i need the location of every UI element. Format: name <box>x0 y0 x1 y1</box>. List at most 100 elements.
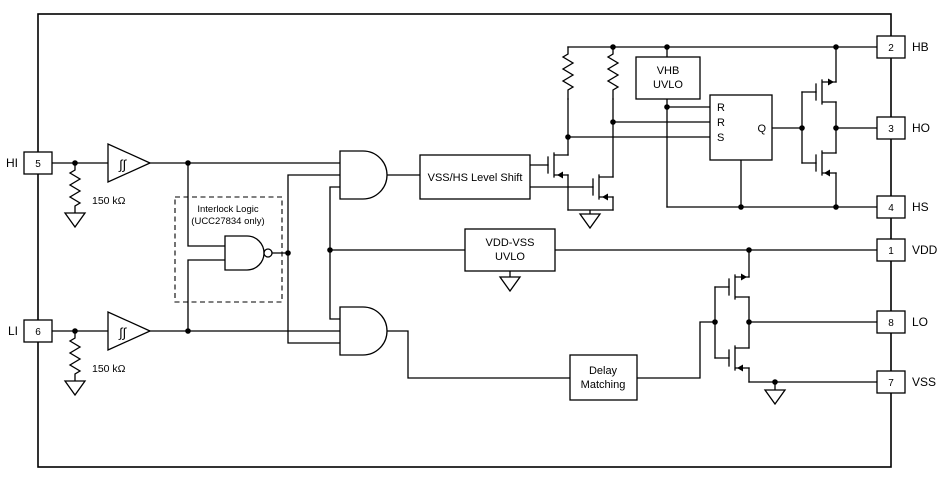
vdd-uvlo-line2: UVLO <box>495 251 525 263</box>
pin-label: HB <box>912 40 929 54</box>
mosfet-arrow <box>602 193 608 201</box>
resistor-value: 150 kΩ <box>92 195 126 207</box>
delay-line1: Delay <box>589 365 618 377</box>
resistor-zigzag <box>68 162 82 214</box>
pin-number: 8 <box>888 318 894 329</box>
vhb-uvlo-line2: UVLO <box>653 79 683 91</box>
mosfet-arrow <box>557 171 563 179</box>
lowside-nmos <box>728 345 750 372</box>
junction-dot <box>664 44 670 50</box>
pin-number: 3 <box>888 124 894 135</box>
interlock-label-line2: (UCC27834 only) <box>191 216 264 227</box>
wire-hs-gate-leads <box>801 91 817 164</box>
wire-ls-gate-leads <box>714 286 730 359</box>
junction-dot <box>610 44 616 50</box>
junction-dot <box>746 247 752 253</box>
pin-number: 5 <box>35 159 41 170</box>
ground-symbol-uvlo <box>498 276 522 293</box>
pin-label: VSS <box>912 375 936 389</box>
level-shift-block: VSS/HS Level Shift <box>419 154 531 200</box>
junction-dot <box>833 125 839 131</box>
highside-nmos <box>815 150 837 177</box>
levelshift-mosfet-1 <box>547 152 569 179</box>
pin-number: 6 <box>35 327 41 338</box>
pin-li: 6 LI <box>8 319 53 343</box>
pin-number: 4 <box>888 203 894 214</box>
junction-dot <box>799 125 805 131</box>
pin-box <box>876 370 906 394</box>
pin-hb: 2 HB <box>876 35 929 59</box>
pin-label: LI <box>8 324 18 338</box>
wire-uvlo-to-ands <box>329 186 341 320</box>
pin-vdd: 1 VDD <box>876 238 938 262</box>
hi-pulldown-resistor: 150 kΩ <box>68 162 126 214</box>
junction-dot <box>610 119 616 125</box>
hysteresis-icon: ∫∫ <box>118 157 128 172</box>
mosfet-body <box>728 274 750 300</box>
level-shift-label: VSS/HS Level Shift <box>428 172 523 184</box>
wire-levelshift-gnd-rail <box>567 209 614 215</box>
nand-bubble <box>263 248 273 258</box>
pin-box <box>876 310 906 334</box>
wire-hi-to-nand <box>187 162 226 247</box>
ground-symbol-vss <box>763 389 787 406</box>
pin-box <box>876 116 906 140</box>
delay-line2: Matching <box>581 379 626 391</box>
resistor-zigzag <box>606 46 620 100</box>
levelshift-mosfet-2 <box>592 174 614 201</box>
junction-dot <box>738 204 744 210</box>
junction-dot <box>712 319 718 325</box>
hi-schmitt-buffer: ∫∫ <box>107 142 152 184</box>
wire-and2-to-delay <box>386 330 571 379</box>
wire-delay-to-driver <box>636 321 716 379</box>
junction-dot <box>664 104 670 110</box>
vdd-uvlo-box <box>464 228 556 272</box>
interlock-box <box>174 196 283 303</box>
hb-pullup-resistor-2 <box>606 46 620 100</box>
pin-ho: 3 HO <box>876 116 930 140</box>
level-shift-box <box>419 154 531 200</box>
pin-vss: 7 VSS <box>876 370 936 394</box>
rs-latch: R R S Q <box>709 94 773 161</box>
pin-lo: 8 LO <box>876 310 928 334</box>
pin-label: HO <box>912 121 930 135</box>
pin-label: LO <box>912 315 928 329</box>
pin-label: HS <box>912 200 929 214</box>
vhb-uvlo-line1: VHB <box>657 65 680 77</box>
junction-dot <box>746 319 752 325</box>
pin-box <box>876 35 906 59</box>
vdd-uvlo-line1: VDD-VSS <box>486 237 535 249</box>
wire-li-to-nand <box>187 259 226 332</box>
ground-symbol-hi <box>63 212 87 229</box>
and-gate-lowside <box>339 306 388 356</box>
junction-dot <box>72 160 78 166</box>
pin-number: 1 <box>888 246 894 257</box>
latch-input-r-top: R <box>717 102 725 114</box>
resistor-zigzag <box>561 46 575 100</box>
wire-interlock-to-ands <box>287 174 341 344</box>
junction-dot <box>285 250 291 256</box>
pin-box <box>23 151 53 175</box>
pin-number: 2 <box>888 43 894 54</box>
junction-dot <box>772 379 778 385</box>
junction-dot <box>185 160 191 166</box>
nand-gate <box>224 235 265 271</box>
mosfet-body <box>815 79 837 105</box>
junction-dot <box>327 247 333 253</box>
pin-box <box>876 238 906 262</box>
latch-box <box>709 94 773 161</box>
lowside-pmos <box>728 273 750 300</box>
pin-box <box>876 195 906 219</box>
pin-hs: 4 HS <box>876 195 929 219</box>
delay-matching-box <box>569 354 638 401</box>
latch-input-s: S <box>717 132 724 144</box>
li-schmitt-buffer: ∫∫ <box>107 310 152 352</box>
pin-number: 7 <box>888 378 894 389</box>
li-pulldown-resistor: 150 kΩ <box>68 330 126 382</box>
and-gate-highside <box>339 150 388 200</box>
junction-dot <box>565 134 571 140</box>
interlock-logic-block: Interlock Logic (UCC27834 only) <box>174 196 283 303</box>
resistor-zigzag <box>68 330 82 382</box>
